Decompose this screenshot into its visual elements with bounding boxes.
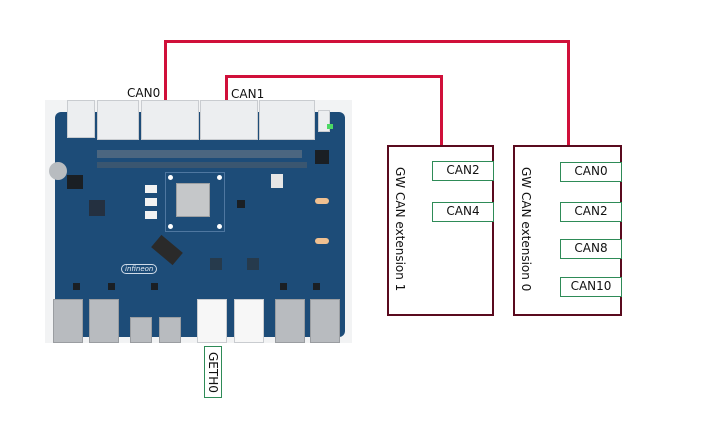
gw-can-extension-0: GW CAN extension 0 CAN0 CAN2 CAN8 CAN10	[513, 145, 622, 316]
usb-port	[130, 317, 152, 343]
top-connector	[97, 100, 139, 140]
ic-chip	[247, 258, 259, 270]
ic-chip	[67, 175, 83, 189]
board-can0-label: CAN0	[127, 86, 161, 100]
component	[145, 198, 157, 206]
ic-chip	[210, 258, 222, 270]
ethernet-port-white	[234, 299, 264, 343]
ic-chip	[313, 283, 320, 290]
mount-hole	[217, 175, 222, 180]
wire-can0-to-extension0-horizontal	[164, 40, 570, 43]
component	[315, 238, 329, 244]
capacitor	[49, 162, 67, 180]
board-can1-label: CAN1	[231, 87, 265, 101]
status-led	[327, 124, 333, 129]
extension-0-port-can2: CAN2	[560, 202, 622, 222]
ethernet-port	[275, 299, 305, 343]
ethernet-port	[89, 299, 119, 343]
extension-0-port-can10: CAN10	[560, 277, 622, 297]
usb-port	[159, 317, 181, 343]
top-connector-can0	[141, 100, 199, 140]
wire-can0-to-extension0-vertical-right	[567, 40, 570, 146]
extension-1-title: GW CAN extension 1	[393, 167, 407, 292]
component	[145, 185, 157, 193]
ic-chip	[73, 283, 80, 290]
extension-1-port-can4: CAN4	[432, 202, 494, 222]
top-connector	[259, 100, 315, 140]
board-geth0-label: GETH0	[204, 346, 222, 398]
gw-can-extension-1: GW CAN extension 1 CAN2 CAN4	[387, 145, 494, 316]
component-row	[97, 150, 302, 158]
gateway-board-image: infineon	[45, 100, 352, 343]
geth0-port	[197, 299, 227, 343]
extension-0-title: GW CAN extension 0	[519, 167, 533, 292]
component	[271, 174, 283, 188]
ic-chip	[108, 283, 115, 290]
component-row	[97, 162, 307, 168]
mount-hole	[168, 224, 173, 229]
wire-can1-to-extension1-vertical-left	[225, 75, 228, 104]
top-connector	[67, 100, 95, 138]
mount-hole	[168, 175, 173, 180]
extension-1-port-can2: CAN2	[432, 161, 494, 181]
ic-chip	[315, 150, 329, 164]
wire-can1-to-extension1-horizontal	[225, 75, 443, 78]
soc-frame	[165, 172, 225, 232]
ic-chip	[89, 200, 105, 216]
wire-can1-to-extension1-vertical-right	[440, 75, 443, 146]
ethernet-port	[53, 299, 83, 343]
extension-0-port-can8: CAN8	[560, 239, 622, 259]
component	[315, 198, 329, 204]
ic-chip	[151, 283, 158, 290]
component	[145, 211, 157, 219]
wire-can0-to-extension0-vertical-left	[164, 40, 167, 104]
ic-chip	[237, 200, 245, 208]
soc-chip	[176, 183, 210, 217]
extension-0-port-can0: CAN0	[560, 162, 622, 182]
top-connector-can1	[200, 100, 258, 140]
ic-chip	[280, 283, 287, 290]
infineon-logo: infineon	[121, 264, 158, 274]
ethernet-port	[310, 299, 340, 343]
mount-hole	[217, 224, 222, 229]
